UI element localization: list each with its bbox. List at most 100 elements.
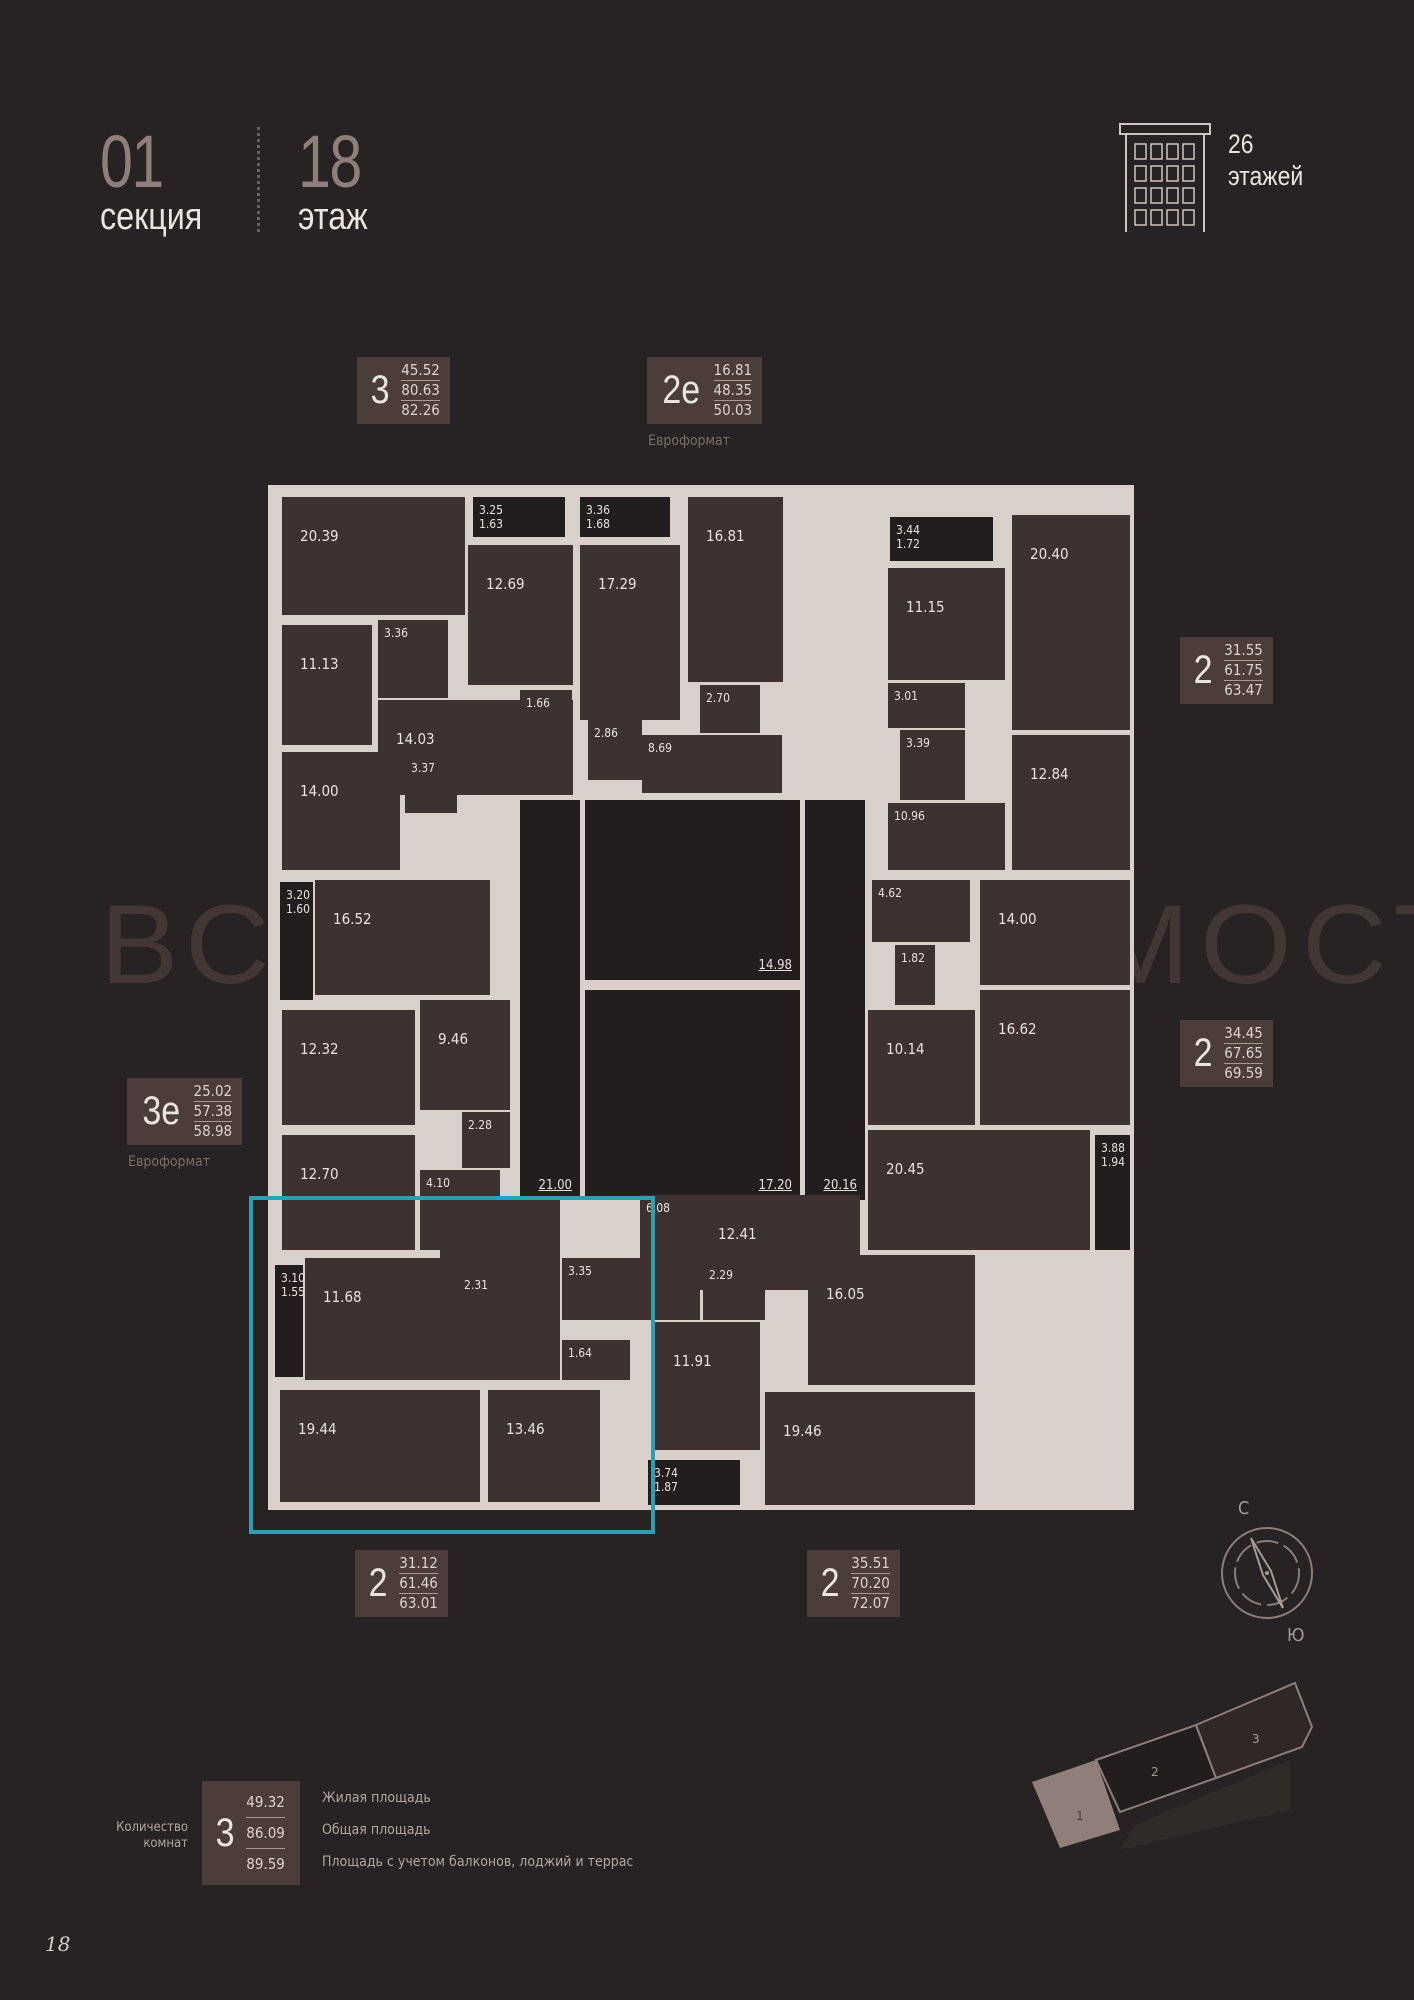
undefined[interactable]: 4.10 [420,1170,500,1250]
undefined[interactable]: 19.46 [765,1392,975,1505]
undefined[interactable]: 9.46 [420,1000,510,1110]
site-map-section-1[interactable] [1032,1760,1120,1848]
undefined[interactable]: 3.39 [900,730,965,800]
total-floors-number: 26 [1228,129,1254,159]
undefined[interactable]: 8.69 [642,735,782,793]
room-name: 13.46 [506,1420,545,1438]
room-name: 2.28 [468,1118,493,1132]
legend-rooms-label: Количество комнат [116,1820,188,1851]
undefined[interactable]: 14.00 [282,752,400,870]
core-corridor[interactable]: 21.00 [520,800,580,1200]
undefined[interactable]: 19.44 [280,1390,480,1502]
site-map-shadow [1120,1760,1290,1850]
room-name: 4.10 [426,1176,451,1190]
room-name: 14.00 [300,782,339,800]
floor-number: 18 [298,120,362,203]
core-corridor[interactable]: 14.98 [585,800,800,980]
undefined[interactable]: 3.36 1.68 [580,497,670,537]
undefined[interactable]: 11.13 [282,625,372,745]
undefined[interactable]: 4.62 [872,880,970,942]
undefined[interactable]: 3.36 [378,620,448,698]
undefined[interactable]: 3.74 1.87 [648,1460,740,1505]
undefined[interactable]: 17.29 [580,545,680,720]
undefined[interactable]: 11.15 [888,568,1005,680]
core-corridor[interactable]: 17.20 [585,990,800,1200]
undefined[interactable]: 20.45 [868,1130,1090,1250]
undefined[interactable]: 2.28 [462,1112,510,1168]
undefined[interactable]: 12.32 [282,1010,415,1125]
undefined[interactable]: 3.10 1.55 [275,1265,305,1377]
room-name: 16.81 [706,527,745,545]
room-name: 3.88 1.94 [1101,1141,1126,1170]
euroformat-label: Евроформат [128,1154,211,1170]
balcony-area: 72.07 [851,1594,890,1612]
room-name: 11.15 [906,598,945,616]
undefined[interactable]: 2.70 [700,685,760,733]
undefined[interactable]: 3.37 [405,755,457,813]
undefined[interactable]: 16.05 [808,1255,975,1385]
living-area: 25.02 [193,1082,233,1102]
undefined[interactable]: 12.70 [282,1135,415,1250]
legend-total-area: 86.09 [246,1818,285,1849]
room-name: 3.39 [906,736,931,750]
core-corridor[interactable]: 20.16 [805,800,865,1200]
site-map-label-2: 2 [1151,1765,1159,1779]
room-name: 12.32 [300,1040,339,1058]
living-area: 16.81 [713,361,753,381]
undefined[interactable]: 3.20 1.60 [280,882,313,1000]
undefined[interactable]: 1.82 [895,945,935,1005]
room-name: 3.36 1.68 [586,503,611,532]
room-name: 3.01 [894,689,919,703]
undefined[interactable]: 3.35 [562,1258,640,1320]
undefined[interactable]: 1.66 [520,690,572,728]
page-number: 18 [45,1932,71,1956]
undefined[interactable]: 10.14 [868,1010,975,1125]
site-map-section-3[interactable] [1194,1681,1314,1780]
legend-badge: 3 49.32 86.09 89.59 [202,1781,300,1885]
undefined[interactable]: 2.86 [588,720,642,780]
undefined[interactable]: 11.91 [655,1322,760,1450]
undefined[interactable]: 14.00 [980,880,1130,985]
undefined[interactable]: 3.01 [888,683,965,728]
room-name: 14.00 [998,910,1037,928]
room-area: 17.20 [758,1178,792,1194]
selected-apartment-highlight[interactable] [249,1196,655,1534]
undefined[interactable]: 3.25 1.63 [473,497,565,537]
balcony-area: 63.47 [1224,681,1263,699]
undefined[interactable]: 11.68 [305,1258,445,1380]
undefined[interactable]: 1.64 [562,1340,630,1380]
undefined[interactable]: 16.52 [315,880,490,995]
section-label: секция [100,196,203,238]
undefined[interactable]: 12.69 [468,545,573,685]
rooms-count: 3 [370,368,390,412]
room-name: 12.84 [1030,765,1069,783]
undefined[interactable]: 20.39 [282,497,465,615]
room-name: 14.03 [396,730,435,748]
total-area: 70.20 [851,1574,890,1594]
undefined[interactable]: 20.40 [1012,515,1130,730]
rooms-count: 2 [1193,1031,1213,1075]
undefined[interactable]: 2.29 [703,1262,765,1320]
site-map: 1 2 3 [1032,1681,1314,1850]
undefined[interactable]: 3.88 1.94 [1095,1135,1130,1250]
room-name: 10.14 [886,1040,925,1058]
undefined[interactable]: 16.62 [980,990,1130,1125]
room-name: 12.69 [486,575,525,593]
undefined[interactable]: 12.84 [1012,735,1130,870]
legend-rooms-count: 3 [215,1810,235,1855]
undefined[interactable]: 16.81 [688,497,783,682]
total-area: 80.63 [401,381,440,401]
total-area: 61.46 [399,1574,438,1594]
undefined[interactable]: 10.96 [888,803,1005,870]
undefined[interactable]: 13.46 [488,1390,600,1502]
room-name: 3.35 [568,1264,593,1278]
undefined[interactable]: 3.44 1.72 [890,517,993,561]
undefined[interactable]: 2.31 [458,1272,508,1325]
